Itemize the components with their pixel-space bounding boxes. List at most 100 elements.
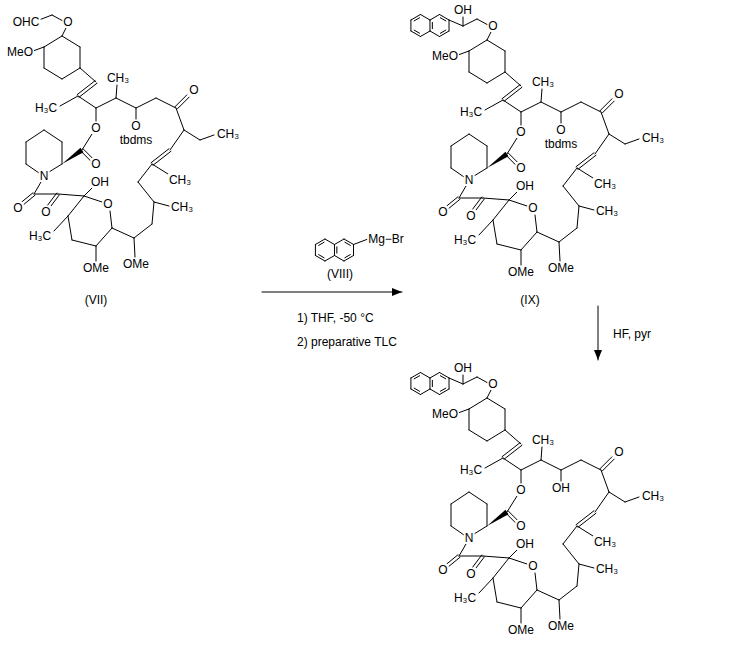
bond-line xyxy=(521,460,541,470)
bond-line xyxy=(521,590,537,608)
bond-line xyxy=(469,430,487,441)
bond-line xyxy=(521,608,522,623)
bond-line xyxy=(429,20,430,31)
bond-line xyxy=(84,187,93,196)
atom-label: OMe xyxy=(507,624,535,636)
bond-line xyxy=(504,445,522,459)
bond-line xyxy=(503,458,521,470)
bond-line xyxy=(521,232,537,250)
bond-line xyxy=(411,15,421,21)
bond-line xyxy=(487,504,488,526)
bond-line xyxy=(469,51,470,72)
bond-line xyxy=(600,99,612,111)
bond-line xyxy=(325,256,335,262)
atom-label: CH₃ xyxy=(531,434,555,446)
atom-label: CH₃ xyxy=(593,178,617,190)
bond-line xyxy=(502,85,520,99)
bond-line xyxy=(138,164,152,182)
bond-line xyxy=(493,200,509,220)
bond-line xyxy=(24,195,35,204)
atom-label: H₃C xyxy=(453,234,477,246)
atom-label: H₃C xyxy=(28,230,52,242)
bond-line xyxy=(463,17,464,26)
atom-label: H₃C xyxy=(453,592,477,604)
bond-line xyxy=(429,378,430,389)
bond-line xyxy=(62,68,80,79)
atom-label: OH xyxy=(551,482,571,494)
atom-label: O xyxy=(515,484,526,496)
bond-line xyxy=(609,134,625,144)
bond-line xyxy=(507,138,517,154)
bond-line xyxy=(84,196,102,202)
bond-line xyxy=(504,87,522,101)
bond-line xyxy=(493,558,509,578)
bond-line xyxy=(420,389,430,395)
bond-line xyxy=(509,191,518,200)
bond-line xyxy=(410,378,411,389)
atom-label: O xyxy=(188,84,199,96)
bond-line xyxy=(502,443,520,457)
bond-line xyxy=(34,194,58,195)
wedge-bond xyxy=(487,510,508,526)
bond-line xyxy=(485,100,503,110)
bond-line xyxy=(521,112,522,125)
bond-line xyxy=(563,526,577,544)
bond-line xyxy=(116,85,117,98)
bond-line xyxy=(414,18,419,21)
bond-line xyxy=(175,95,187,107)
bond-line xyxy=(62,36,80,47)
bond-line xyxy=(22,193,33,202)
atom-label: OMe xyxy=(547,262,575,274)
bond-line xyxy=(430,31,440,37)
condition-text: 1) THF, -50 °C xyxy=(296,312,375,324)
bond-line xyxy=(184,130,200,140)
bond-line xyxy=(319,242,324,245)
bond-line xyxy=(474,526,487,534)
atom-label: O xyxy=(437,206,448,218)
bond-line xyxy=(469,398,487,409)
atom-label: N xyxy=(464,174,475,186)
bond-line xyxy=(578,155,596,169)
bond-line xyxy=(411,373,421,379)
bond-line xyxy=(449,20,463,26)
bond-line xyxy=(577,564,579,586)
bond-line xyxy=(344,239,354,245)
atom-label: O xyxy=(487,20,498,32)
bond-line xyxy=(561,470,562,481)
bond-line xyxy=(411,31,421,37)
bond-line xyxy=(451,526,464,535)
atom-label: O xyxy=(515,162,526,174)
atom-label: O xyxy=(613,446,624,458)
bond-line xyxy=(26,130,44,142)
atom-label: O xyxy=(515,126,526,138)
compound-number: (IX) xyxy=(519,294,540,306)
bond-line xyxy=(325,239,335,245)
atom-label: OMe xyxy=(507,266,535,278)
atom-label: CH₃ xyxy=(595,205,619,217)
bond-line xyxy=(541,102,561,112)
bond-line xyxy=(459,186,466,198)
bond-line xyxy=(449,378,463,384)
bond-line xyxy=(345,255,350,258)
atom-label: OH xyxy=(515,180,535,192)
bond-line xyxy=(414,376,419,379)
bond-line xyxy=(458,409,469,413)
atom-label: CH₃ xyxy=(170,201,194,213)
bond-line xyxy=(62,142,63,164)
reaction-arrow-head xyxy=(594,350,602,360)
bond-line xyxy=(595,134,609,154)
atom-label: CH₃ xyxy=(106,72,130,84)
bond-line xyxy=(601,470,609,492)
reaction-arrow-head xyxy=(392,288,402,296)
bond-line xyxy=(625,139,639,144)
atom-label: H₃C xyxy=(459,106,483,118)
bond-line xyxy=(77,81,95,95)
bond-line xyxy=(581,102,601,112)
bond-line xyxy=(72,240,96,246)
atom-label: O xyxy=(62,16,73,28)
bond-line xyxy=(440,389,450,395)
bond-line xyxy=(79,83,97,97)
bond-line xyxy=(153,151,171,165)
bond-line xyxy=(344,256,354,262)
bond-line xyxy=(600,457,612,469)
